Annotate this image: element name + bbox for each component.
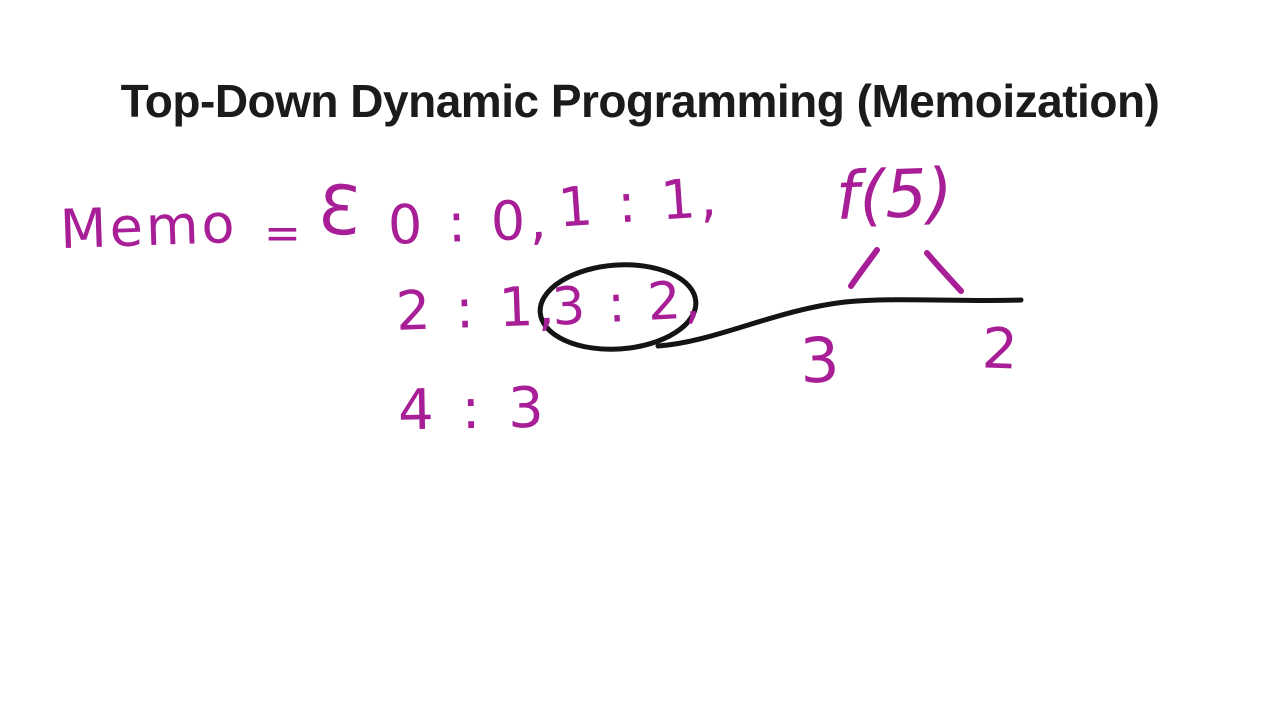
left-branch-stroke [848,247,880,289]
connector-baseline-stroke [655,297,1024,349]
memo-entry-1: 1 : 1, [555,165,723,240]
open-brace: Ɛ [315,170,362,253]
right-branch-stroke [924,250,964,294]
memo-entry-0: 0 : 0, [386,188,552,257]
slide-title: Top-Down Dynamic Programming (Memoizatio… [120,75,1160,127]
memo-entry-4: 4 : 3 [397,375,550,444]
tree-right-child-label: 2 [980,316,1019,383]
tree-root-label: f(5) [834,153,955,236]
tree-left-child-label: 3 [798,323,841,398]
memo-entry-2: 2 : 1, [394,274,560,343]
equals-sign: = [264,208,301,259]
memo-entry-3: 3 : 2, [550,270,705,338]
memo-label: Memo [58,191,239,262]
